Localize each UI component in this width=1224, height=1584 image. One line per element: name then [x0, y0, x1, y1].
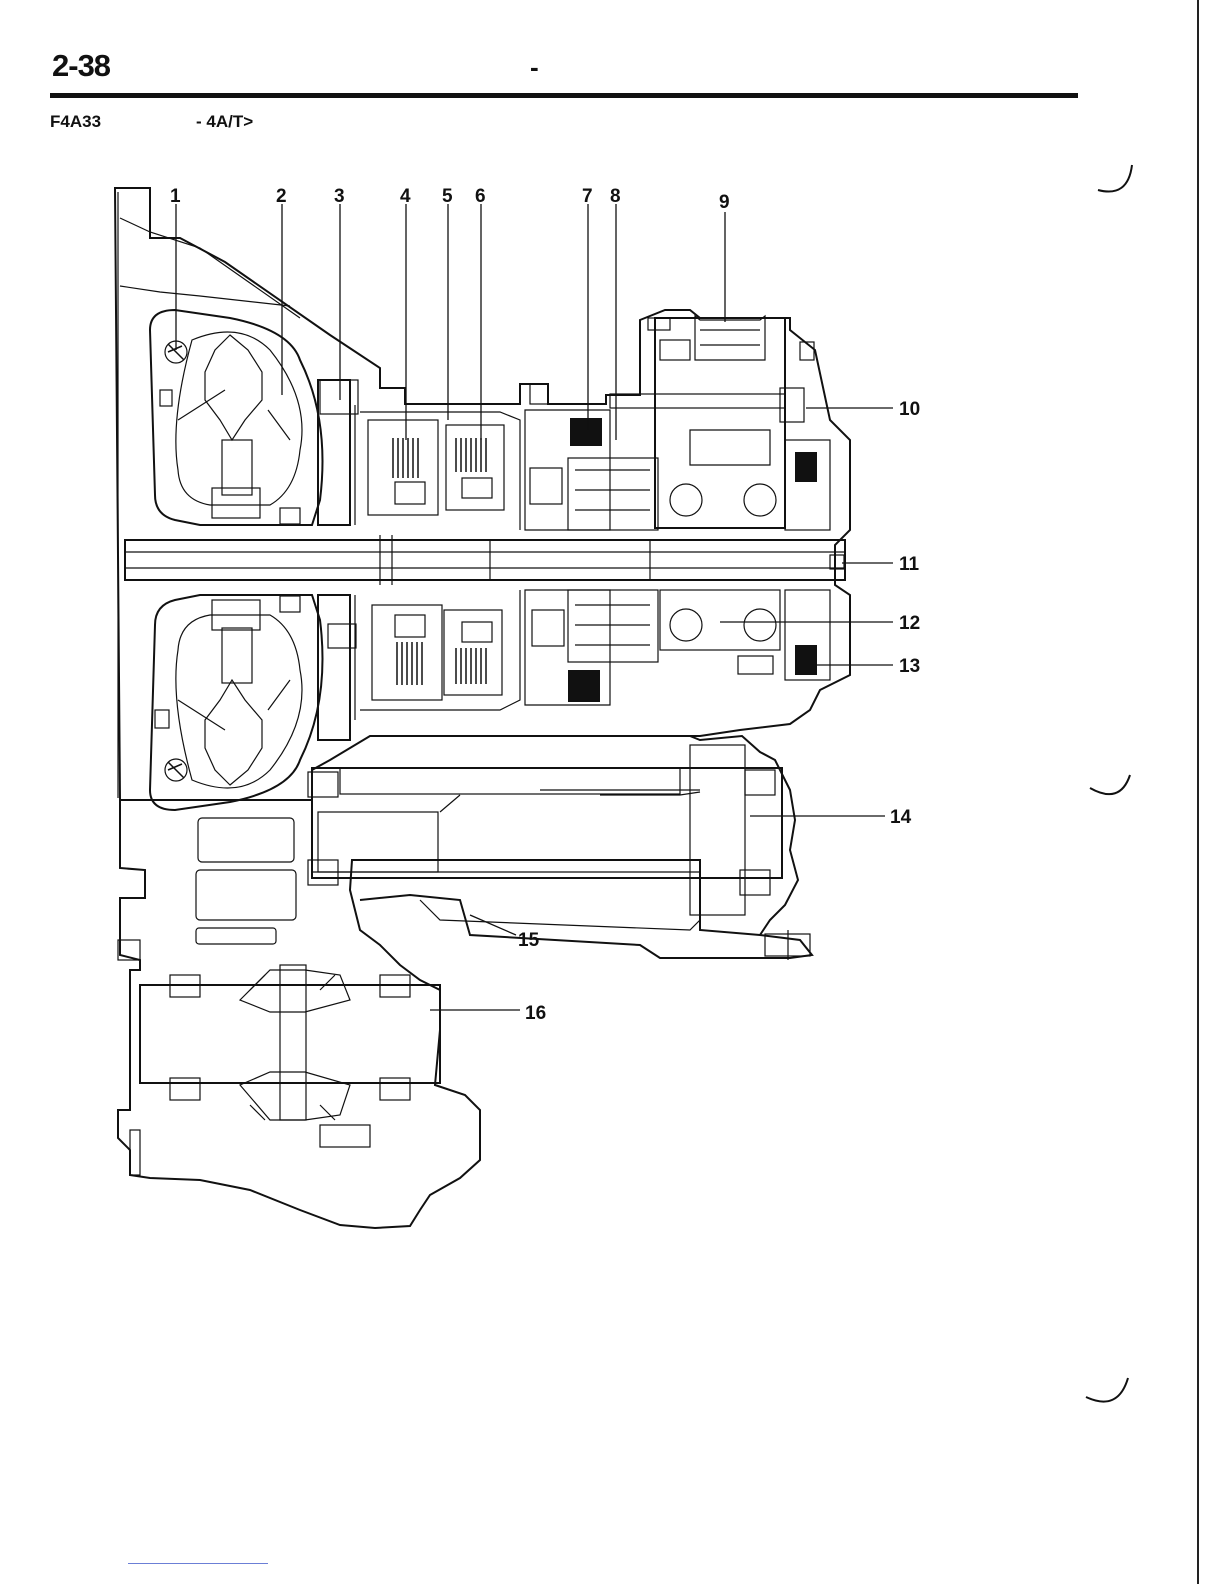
callout-13: 13	[899, 656, 920, 677]
callout-1: 1	[170, 186, 181, 207]
callout-5: 5	[442, 186, 453, 207]
callout-6: 6	[475, 186, 486, 207]
torque-converter	[150, 310, 323, 810]
callout-8: 8	[610, 186, 621, 207]
callout-2: 2	[276, 186, 287, 207]
input-shaft	[125, 535, 845, 585]
differential	[130, 965, 440, 1175]
transaxle-housing	[115, 188, 850, 1228]
callout-10: 10	[899, 399, 920, 420]
callout-15: 15	[518, 930, 540, 951]
output-shaft-assembly	[308, 768, 782, 895]
oil-pump	[280, 380, 358, 740]
callout-9: 9	[719, 192, 730, 213]
callout-3: 3	[334, 186, 345, 207]
callout-7: 7	[582, 186, 593, 207]
callout-14: 14	[890, 807, 912, 828]
callout-4: 4	[400, 186, 411, 207]
clutch-assemblies	[360, 410, 830, 710]
binder-hole-marks	[1086, 165, 1132, 1402]
callout-16: 16	[525, 1003, 546, 1024]
callout-12: 12	[899, 613, 920, 634]
callout-11: 11	[899, 554, 920, 575]
